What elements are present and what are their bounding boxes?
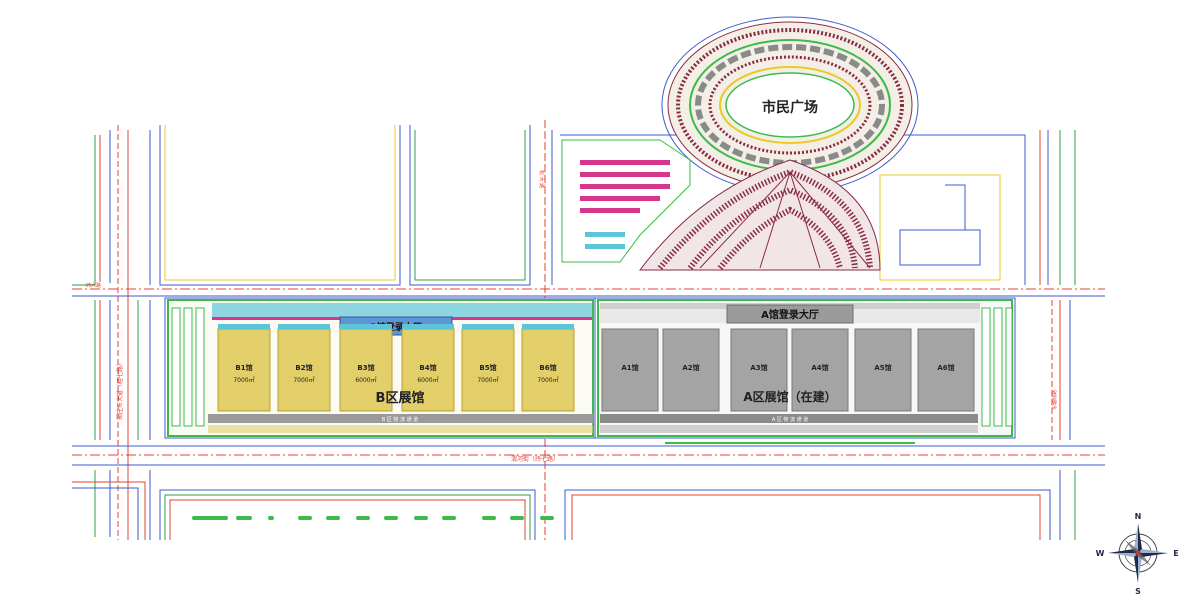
b-hall-roof-1 <box>218 324 270 329</box>
a-hall-name: A1馆 <box>621 363 638 372</box>
a-hall-4 <box>791 328 849 412</box>
b-hall-roof-6 <box>522 324 574 329</box>
compass-west-label: W <box>1096 549 1105 558</box>
b-hall-roof-3 <box>340 324 392 329</box>
a-hall-name: A2馆 <box>682 363 699 372</box>
b-hall-area: 6000㎡ <box>417 376 438 384</box>
a-hall-3 <box>730 328 788 412</box>
b-hall-4 <box>401 328 455 412</box>
b-hall-name: B4馆 <box>419 363 436 372</box>
a-zone-label: A区展馆（在建） <box>743 389 836 404</box>
civic-plaza-stadium: 市民广场 <box>638 16 919 271</box>
b-hall-name: B3馆 <box>357 363 374 372</box>
b-hall-name: B6馆 <box>539 363 556 372</box>
plaza-parking <box>561 139 691 263</box>
b-hall-2 <box>277 328 331 412</box>
a-hall-name: A6馆 <box>937 363 954 372</box>
a-lobby <box>726 304 854 324</box>
a-hall-name: A5馆 <box>874 363 891 372</box>
b-hall-3 <box>339 328 393 412</box>
a-hall-name: A3馆 <box>750 363 767 372</box>
b-hall-1 <box>217 328 271 412</box>
b-hall-area: 7000㎡ <box>233 376 254 384</box>
b-hall-area: 7000㎡ <box>293 376 314 384</box>
b-hall-6 <box>521 328 575 412</box>
zone-b: B馆登录大厅 B 区 物 流 通 道 B1馆7000㎡B2馆7000㎡B3馆60… <box>164 297 596 439</box>
a-logistics-label: A 区 物 流 通 道 <box>772 416 808 423</box>
south-street-label: 渭河街（纬七路） <box>511 455 559 463</box>
a-lobby-label: A馆登录大厅 <box>761 308 819 321</box>
b-logistics-label: B 区 物 流 通 道 <box>382 416 418 423</box>
b-zone-label: B区展馆 <box>376 390 425 406</box>
b-hall-roof-4 <box>402 324 454 329</box>
compass-north-label: N <box>1135 512 1142 521</box>
b-hall-name: B1馆 <box>235 363 252 372</box>
east-road-label: 东轴线路 <box>1051 390 1058 410</box>
south-planters <box>192 442 915 520</box>
b-hall-5 <box>461 328 515 412</box>
a-hall-2 <box>662 328 720 412</box>
compass-south-label: S <box>1135 587 1141 596</box>
civic-plaza-label: 市民广场 <box>762 99 818 116</box>
b-hall-name: B5馆 <box>479 363 496 372</box>
zone-a: A馆登录大厅 A 区 物 流 通 道 A1馆 A2馆 A3馆 A4馆 A5馆 A6馆 A区… <box>594 297 1016 439</box>
compass-rose-icon: N S E W <box>1096 512 1179 596</box>
west-avenue-label: 郑庄市大道（经七路） <box>116 360 124 420</box>
road-network <box>72 120 1105 540</box>
b-hall-roof-5 <box>462 324 514 329</box>
b-hall-area: 7000㎡ <box>537 376 558 384</box>
a-hall-5 <box>854 328 912 412</box>
b-hall-roof-2 <box>278 324 330 329</box>
north-road-label: 纬六路 <box>86 282 101 289</box>
center-road-label: 松 大 路 <box>538 170 545 188</box>
a-hall-1 <box>601 328 659 412</box>
b-hall-name: B2馆 <box>295 363 312 372</box>
a-hall-name: A4馆 <box>811 363 828 372</box>
b-hall-area: 6000㎡ <box>355 376 376 384</box>
b-hall-area: 7000㎡ <box>477 376 498 384</box>
compass-east-label: E <box>1173 549 1178 558</box>
a-hall-6 <box>917 328 975 412</box>
